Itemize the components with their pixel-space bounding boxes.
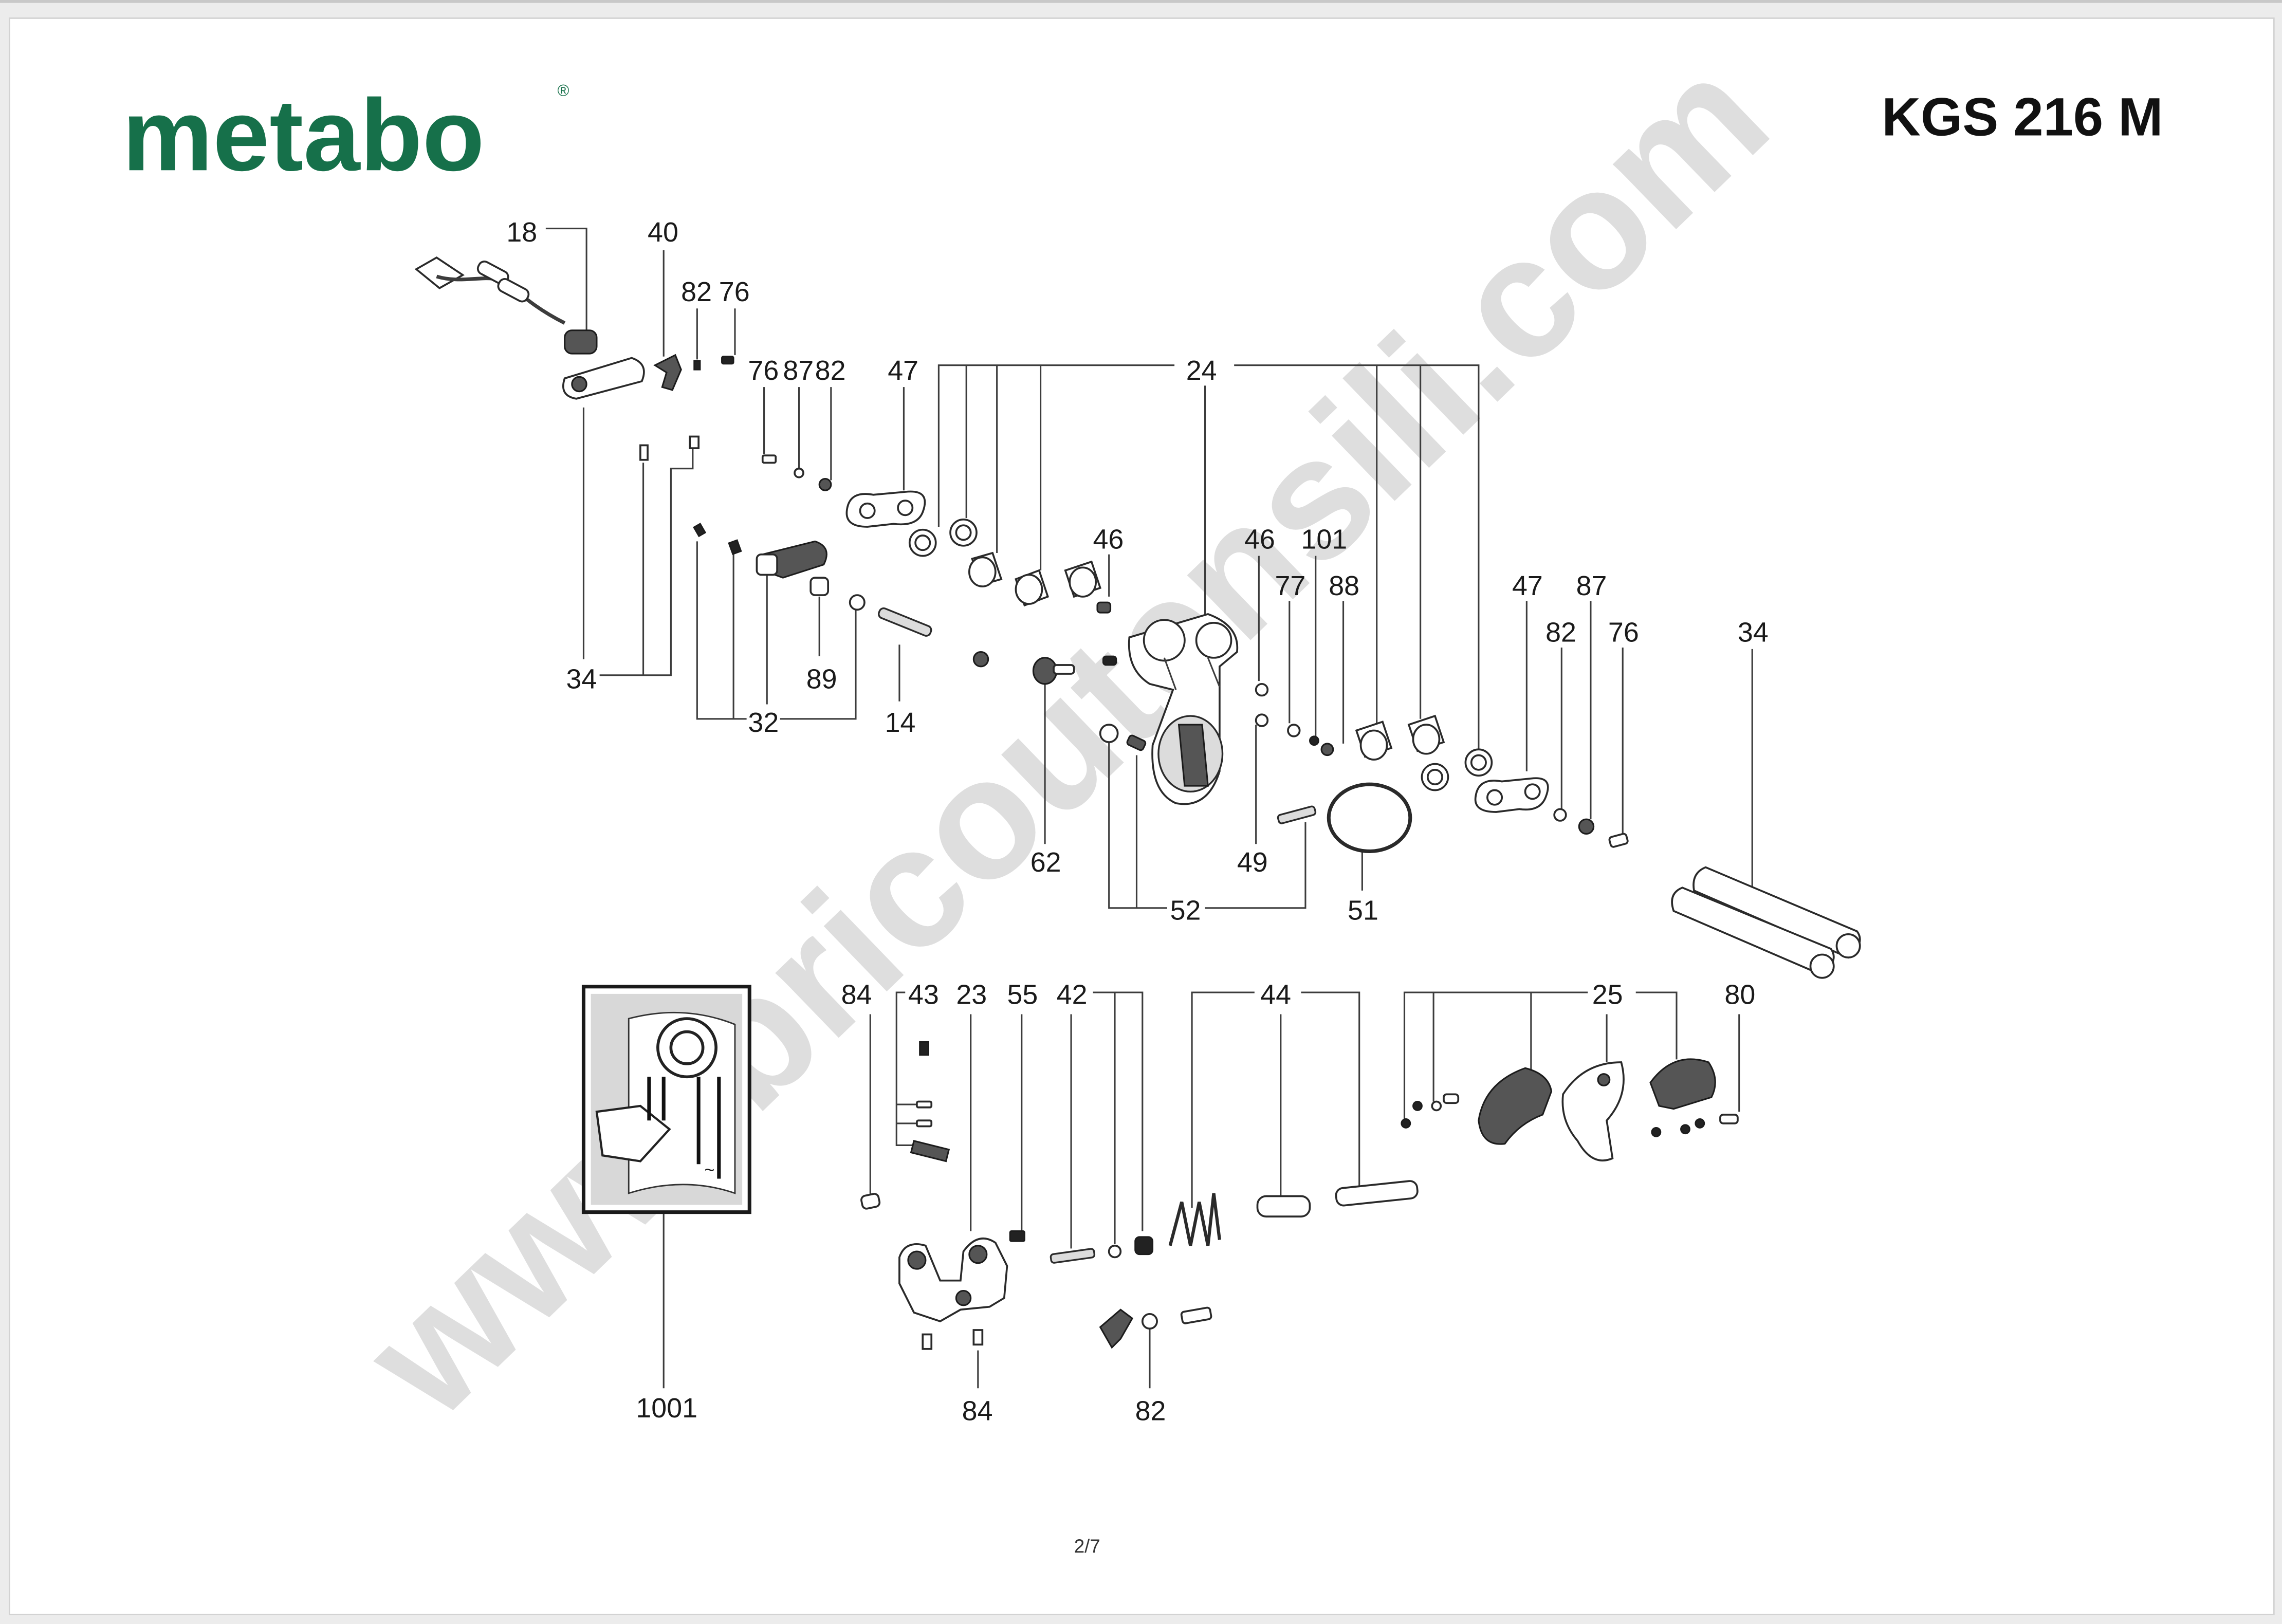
knob-part [1032,657,1075,685]
switch-brush-parts [860,1041,984,1350]
callout-62: 62 [1030,847,1061,878]
callout-101: 101 [1301,524,1347,555]
callout-80: 80 [1724,980,1755,1010]
callout-34: 34 [566,663,597,694]
callout-55: 55 [1007,980,1038,1010]
callout-82: 82 [1545,617,1576,648]
page-number: 2/7 [1074,1536,1100,1557]
callout-84: 84 [962,1396,993,1427]
callout-46: 46 [1093,524,1124,555]
callout-87: 87 [1576,570,1607,601]
wiring-diagram-box: ~ [581,985,751,1214]
watermark-text: www.bricoutensili.com [327,20,1803,1454]
callout-82: 82 [681,276,712,307]
pin-part [877,607,932,637]
callout-49: 49 [1237,847,1268,878]
main-housing [1128,613,1239,805]
callout-43: 43 [908,980,939,1010]
callout-47: 47 [888,355,918,386]
registered-mark: ® [558,82,569,100]
lever-part [756,540,827,579]
callout-76: 76 [1608,617,1639,648]
callout-labels: 18 40 82 76 76 87 82 47 24 46 46 101 77 … [506,217,1768,1427]
svg-text:~: ~ [704,1160,714,1180]
o-ring-part [1327,782,1412,853]
small-fasteners [639,356,1629,848]
callout-82: 82 [1135,1396,1166,1427]
bushings-rings [908,519,1493,791]
callout-76: 76 [748,355,779,386]
shaft-spring-parts [1050,1180,1419,1264]
callout-89: 89 [806,663,837,694]
cable-clamp-part [562,354,682,400]
brand-logo: metabo ® [122,79,569,192]
callout-84: 84 [841,980,872,1010]
callout-76: 76 [719,276,750,307]
link-plate-right [1474,777,1549,813]
callout-40: 40 [648,217,678,248]
callout-52: 52 [1170,895,1201,926]
callout-18: 18 [506,217,537,248]
callout-82: 82 [815,355,846,386]
callout-47: 47 [1512,570,1543,601]
callout-1001: 1001 [636,1393,697,1424]
callout-87: 87 [783,355,814,386]
guard-parts-25 [1401,1058,1739,1161]
callout-25: 25 [1592,980,1623,1010]
callout-46: 46 [1244,524,1275,555]
bottom-fasteners [1099,1306,1212,1349]
callout-23: 23 [956,980,987,1010]
motor-bracket-part [898,1230,1025,1323]
callout-32: 32 [748,707,779,738]
spring-ball-parts [1099,724,1317,824]
power-cord-part [414,256,598,355]
callout-24: 24 [1186,355,1217,386]
guide-rods-part [1671,866,1861,979]
callout-88: 88 [1329,570,1359,601]
callout-42: 42 [1057,980,1088,1010]
callout-44: 44 [1260,980,1291,1010]
brand-logo-text: metabo [122,79,485,192]
callout-51: 51 [1348,895,1378,926]
link-plate-left [845,490,926,528]
top-border [0,0,2282,3]
callout-14: 14 [885,707,916,738]
model-title: KGS 216 M [1882,87,2163,147]
leader-lines [545,227,1753,1389]
parts-sheet [8,17,2275,1615]
callout-34: 34 [1738,617,1769,648]
callout-77: 77 [1275,570,1305,601]
